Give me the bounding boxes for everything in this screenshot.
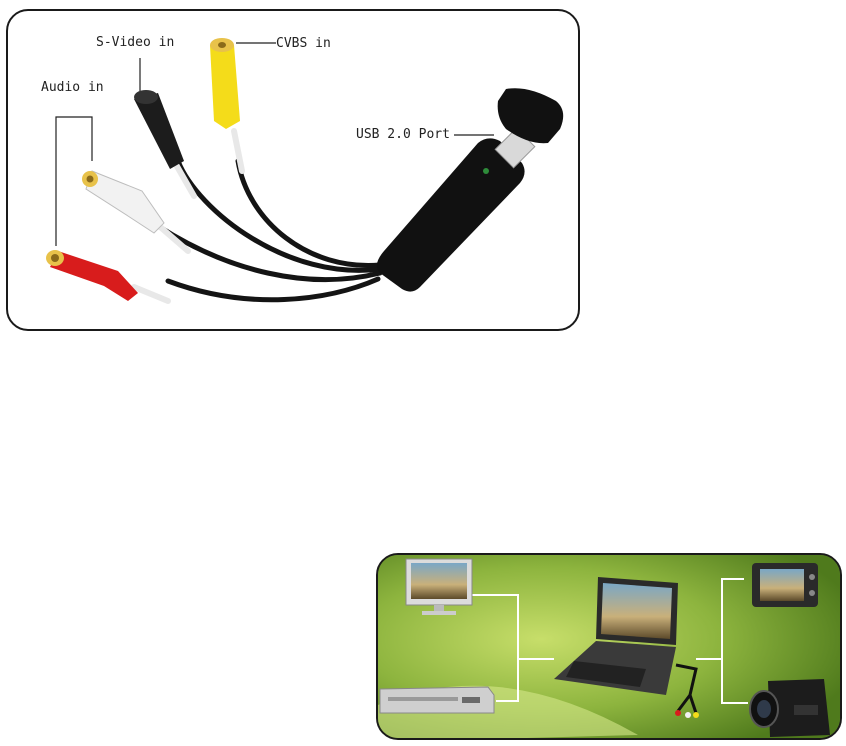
- portable-media-device: [752, 563, 818, 607]
- usb-port-label: USB 2.0 Port: [356, 127, 450, 142]
- connection-scene-illustration: [378, 555, 840, 738]
- red-audio-cable: [165, 276, 381, 303]
- red-rca-connector: [46, 250, 138, 301]
- monitor-device: [405, 558, 473, 615]
- laptop-device: [554, 577, 678, 695]
- capture-cable-small: [675, 663, 698, 714]
- white-rca-connector: [82, 170, 165, 234]
- camcorder-device: [749, 679, 830, 737]
- capture-cable-illustration: [46, 38, 564, 304]
- dvd-player-device: [379, 686, 495, 714]
- product-photo-panel: Audio in S-Video in CVBS in USB 2.0 Port: [6, 9, 580, 331]
- svideo-in-label: S-Video in: [96, 35, 175, 50]
- white-audio-cable: [155, 223, 383, 283]
- cvbs-in-label: CVBS in: [276, 36, 331, 51]
- usage-scene-panel: [376, 553, 842, 740]
- svideo-cable: [175, 158, 383, 273]
- cvbs-cable: [235, 158, 383, 268]
- yellow-rca-connector: [210, 38, 240, 129]
- usb-dongle-body: [376, 127, 536, 292]
- svideo-connector: [134, 90, 184, 169]
- usb-cap: [497, 88, 564, 144]
- audio-in-label: Audio in: [41, 80, 104, 95]
